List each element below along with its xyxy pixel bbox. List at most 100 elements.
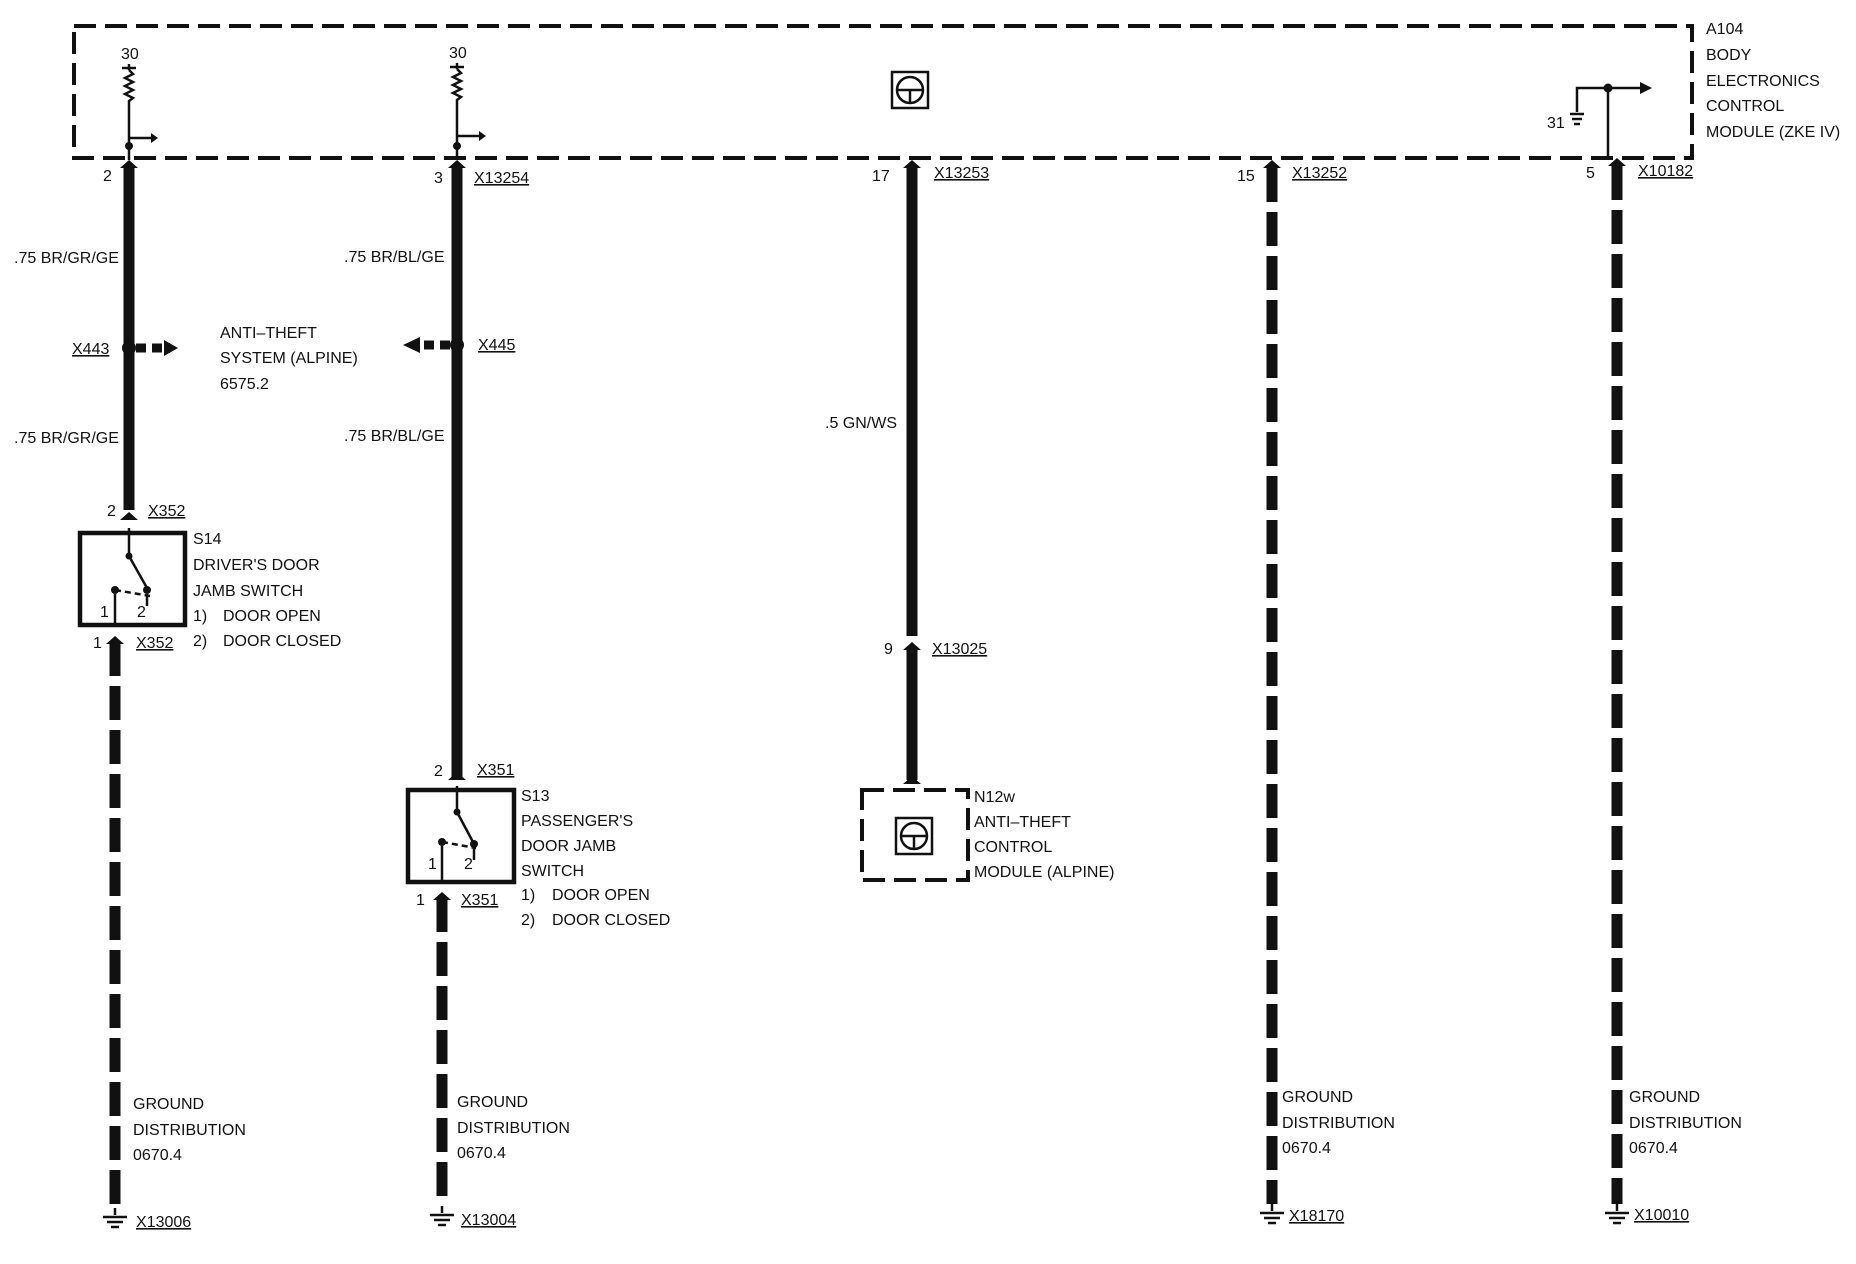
svg-text:.75 BR/GR/GE: .75 BR/GR/GE — [14, 250, 119, 267]
svg-text:JAMB SWITCH: JAMB SWITCH — [193, 583, 303, 600]
antitheft-system-ref: ANTI–THEFT SYSTEM (ALPINE) 6575.2 — [220, 325, 358, 393]
svg-text:S14: S14 — [193, 531, 222, 548]
svg-text:DISTRIBUTION: DISTRIBUTION — [457, 1120, 570, 1137]
splice-x445: X445 — [478, 337, 515, 354]
svg-text:DRIVER'S DOOR: DRIVER'S DOOR — [193, 557, 320, 574]
svg-text:DOOR OPEN: DOOR OPEN — [552, 887, 650, 904]
svg-text:15: 15 — [1237, 168, 1255, 185]
svg-text:2): 2) — [521, 912, 535, 929]
svg-text:17: 17 — [872, 168, 890, 185]
svg-text:GROUND: GROUND — [133, 1096, 204, 1113]
control-module-icon — [890, 70, 930, 110]
svg-text:.75 BR/GR/GE: .75 BR/GR/GE — [14, 430, 119, 447]
control-module-icon — [894, 816, 934, 856]
supply-30-left: 30 — [121, 46, 158, 160]
svg-text:2: 2 — [107, 503, 116, 520]
svg-text:PASSENGER'S: PASSENGER'S — [521, 813, 633, 830]
svg-text:CONTROL: CONTROL — [974, 839, 1052, 856]
supply-30-middle: 30 — [449, 45, 486, 160]
ecm-module-frame — [72, 24, 1694, 160]
connector-x13253: X13253 — [934, 165, 989, 182]
ground-point-x13006: X13006 — [136, 1214, 191, 1231]
svg-text:SWITCH: SWITCH — [521, 863, 584, 880]
ground-wire-5: 5 X10182 — [1586, 158, 1693, 1204]
svg-text:30: 30 — [121, 46, 139, 63]
s14-driver-door-switch: 2 X352 1 2 1 X352 S14 DRIVER'S DOOR JAMB… — [77, 503, 341, 652]
svg-text:DOOR OPEN: DOOR OPEN — [223, 608, 321, 625]
antitheft-wire: 17 X13253 .5 GN/WS 9 X13025 — [825, 160, 989, 784]
driver-wire: 2 .75 BR/GR/GE X443 .75 BR/GR/GE — [14, 160, 178, 510]
ground-distribution-2: GROUND DISTRIBUTION 0670.4 X13004 — [430, 1094, 570, 1229]
svg-text:5: 5 — [1586, 165, 1595, 182]
ground-point-x18170: X18170 — [1289, 1208, 1344, 1225]
svg-text:1): 1) — [521, 887, 535, 904]
svg-text:DOOR CLOSED: DOOR CLOSED — [552, 912, 670, 929]
svg-text:.75 BR/BL/GE: .75 BR/BL/GE — [344, 428, 445, 445]
svg-text:DISTRIBUTION: DISTRIBUTION — [1282, 1115, 1395, 1132]
svg-text:X351: X351 — [461, 892, 498, 909]
svg-text:DOOR CLOSED: DOOR CLOSED — [223, 633, 341, 650]
ground-icon — [1605, 1204, 1629, 1225]
ground-point-x10010: X10010 — [1634, 1207, 1689, 1224]
svg-text:0670.4: 0670.4 — [1282, 1140, 1331, 1157]
svg-text:0670.4: 0670.4 — [133, 1147, 182, 1164]
svg-text:31: 31 — [1547, 115, 1565, 132]
svg-text:1): 1) — [193, 608, 207, 625]
ground-icon — [1260, 1204, 1284, 1225]
svg-text:ANTI–THEFT: ANTI–THEFT — [220, 325, 317, 342]
svg-text:MODULE (ZKE IV): MODULE (ZKE IV) — [1706, 124, 1840, 141]
svg-text:3: 3 — [434, 170, 443, 187]
ground-distribution-3: GROUND DISTRIBUTION 0670.4 X18170 — [1260, 1089, 1395, 1225]
connector-x10182: X10182 — [1638, 163, 1693, 180]
svg-text:X351: X351 — [477, 762, 514, 779]
s13-passenger-door-switch: 2 X351 1 2 1 X351 S13 PASSENGER'S DOOR J… — [405, 762, 670, 929]
svg-text:DOOR JAMB: DOOR JAMB — [521, 838, 616, 855]
svg-text:GROUND: GROUND — [1629, 1089, 1700, 1106]
svg-text:2: 2 — [464, 856, 473, 873]
svg-text:0670.4: 0670.4 — [1629, 1140, 1678, 1157]
svg-text:GROUND: GROUND — [457, 1094, 528, 1111]
svg-text:2: 2 — [103, 168, 112, 185]
ground-icon — [103, 1208, 127, 1229]
ground-distribution-4: GROUND DISTRIBUTION 0670.4 X10010 — [1605, 1089, 1742, 1225]
svg-text:MODULE (ALPINE): MODULE (ALPINE) — [974, 864, 1114, 881]
svg-text:6575.2: 6575.2 — [220, 376, 269, 393]
ground-wire-15: 15 X13252 — [1237, 160, 1347, 1204]
ground-point-x13004: X13004 — [461, 1212, 516, 1229]
svg-text:2: 2 — [137, 604, 146, 621]
svg-text:1: 1 — [100, 604, 109, 621]
svg-text:0670.4: 0670.4 — [457, 1145, 506, 1162]
svg-text:X352: X352 — [148, 503, 185, 520]
svg-text:2): 2) — [193, 633, 207, 650]
svg-text:DISTRIBUTION: DISTRIBUTION — [1629, 1115, 1742, 1132]
ground-31-internal: 31 — [1547, 82, 1652, 160]
svg-text:DISTRIBUTION: DISTRIBUTION — [133, 1122, 246, 1139]
svg-text:9: 9 — [884, 641, 893, 658]
passenger-wire: 3 X13254 .75 BR/BL/GE X445 .75 BR/BL/GE — [344, 160, 529, 778]
connector-x13254: X13254 — [474, 170, 529, 187]
ecm-id: A104 — [1706, 21, 1743, 38]
svg-text:CONTROL: CONTROL — [1706, 98, 1784, 115]
svg-text:1: 1 — [416, 892, 425, 909]
svg-text:1: 1 — [428, 856, 437, 873]
svg-text:.75 BR/BL/GE: .75 BR/BL/GE — [344, 249, 445, 266]
svg-text:N12w: N12w — [974, 789, 1015, 806]
svg-text:X352: X352 — [136, 635, 173, 652]
n12w-antitheft-module: N12w ANTI–THEFT CONTROL MODULE (ALPINE) — [860, 788, 1114, 882]
svg-text:BODY: BODY — [1706, 47, 1752, 64]
svg-text:2: 2 — [434, 763, 443, 780]
svg-text:30: 30 — [449, 45, 467, 62]
splice-x443: X443 — [72, 341, 109, 358]
svg-text:SYSTEM (ALPINE): SYSTEM (ALPINE) — [220, 350, 358, 367]
svg-text:GROUND: GROUND — [1282, 1089, 1353, 1106]
ecm-label: A104 BODY ELECTRONICS CONTROL MODULE (ZK… — [1706, 21, 1840, 141]
svg-text:ELECTRONICS: ELECTRONICS — [1706, 73, 1820, 90]
ground-distribution-1: GROUND DISTRIBUTION 0670.4 X13006 — [103, 1096, 246, 1231]
ground-icon — [430, 1206, 454, 1227]
svg-text:ANTI–THEFT: ANTI–THEFT — [974, 814, 1071, 831]
svg-text:S13: S13 — [521, 788, 550, 805]
connector-x13025: X13025 — [932, 641, 987, 658]
connector-x13252: X13252 — [1292, 165, 1347, 182]
svg-text:1: 1 — [93, 635, 102, 652]
